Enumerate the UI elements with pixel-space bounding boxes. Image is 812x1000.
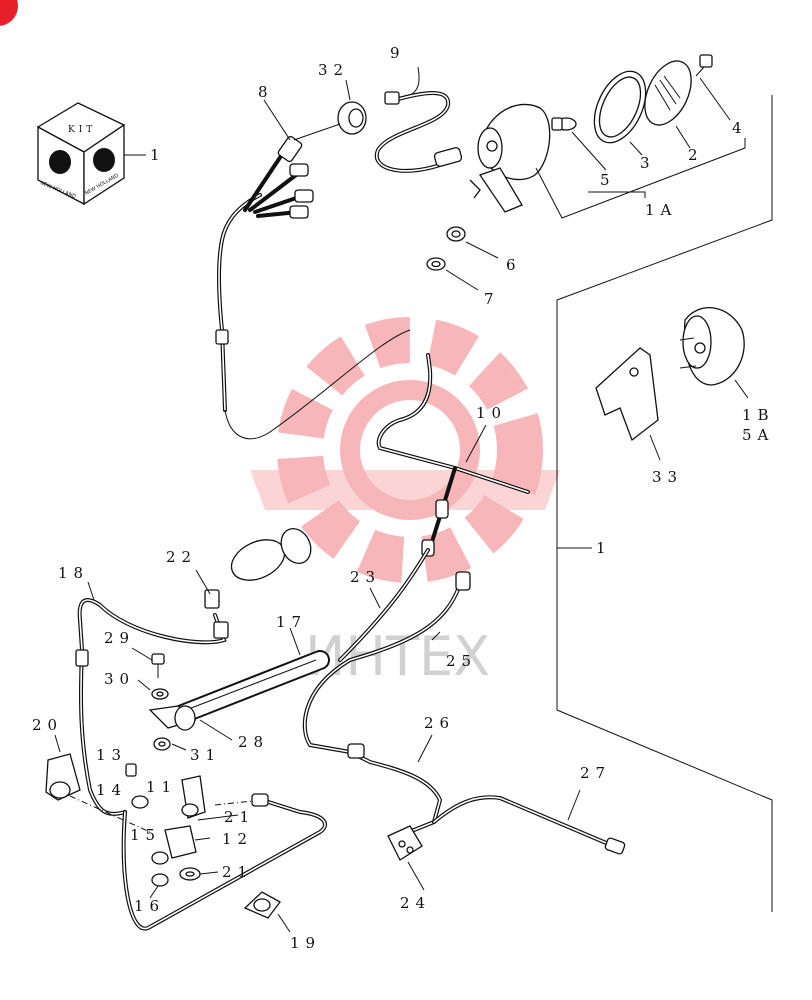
callout-28: 28 [238, 733, 269, 751]
watermark [250, 317, 560, 583]
callout-32: 32 [318, 61, 349, 79]
clip-19 [243, 891, 281, 919]
washer-21 [179, 867, 201, 881]
callout-9: 9 [390, 44, 406, 62]
nut-16 [151, 873, 169, 887]
callout-15: 15 [130, 826, 161, 844]
bulb-5 [551, 117, 577, 131]
callout-6: 6 [506, 256, 522, 274]
watermark-text: ИНТЕХ [305, 625, 490, 688]
group-frame [556, 95, 773, 912]
tube-17 [170, 650, 330, 725]
retaining-ring-3 [593, 70, 647, 144]
nut-31 [153, 737, 171, 751]
callout-18: 18 [58, 564, 89, 582]
callout-1B: 1B [742, 406, 775, 424]
connector-24 [387, 825, 423, 861]
bracket-12 [164, 825, 197, 859]
callout-3: 3 [640, 154, 656, 172]
work-lamp-1A [469, 103, 551, 213]
callout-33: 33 [652, 468, 683, 486]
callout-16: 16 [134, 897, 165, 915]
callout-24: 24 [400, 894, 431, 912]
callout-11: 11 [146, 778, 177, 796]
callout-22: 22 [166, 548, 197, 566]
clamp-20 [45, 753, 81, 801]
callout-27: 27 [580, 764, 611, 782]
cable-27 [432, 795, 626, 855]
screw-4 [695, 54, 713, 77]
wiring-harness-18 [75, 598, 229, 816]
callout-25: 25 [446, 652, 477, 670]
watermark-gear-icon [277, 317, 543, 583]
switch-22 [204, 527, 312, 609]
callout-1-frame: 1 [596, 539, 612, 557]
callout-5A: 5A [742, 426, 774, 444]
callout-10: 10 [476, 404, 507, 422]
washer-30 [151, 688, 169, 700]
washer-7 [426, 257, 446, 271]
clamp-11 [181, 775, 206, 819]
bolt-29 [151, 653, 165, 678]
callout-30: 30 [104, 670, 135, 688]
callout-21-upper: 21 [224, 808, 255, 826]
cable-25 [302, 571, 471, 754]
cable-26 [347, 743, 443, 836]
callout-20: 20 [32, 716, 63, 734]
callout-23: 23 [350, 568, 381, 586]
callout-2: 2 [688, 146, 704, 164]
callout-14: 14 [96, 781, 127, 799]
callout-17: 17 [276, 613, 307, 631]
bolt-13 [125, 763, 137, 777]
callout-1A: 1A [645, 201, 677, 219]
nut-15 [151, 851, 169, 865]
lens-2 [644, 60, 692, 126]
callout-12: 12 [222, 830, 253, 848]
kit-box-icon: KIT NEW HOLLAND NEW HOLLAND [36, 102, 126, 206]
corner-logo-mark [0, 0, 18, 26]
cable-23 [338, 548, 430, 662]
clamp-28 [148, 705, 197, 731]
cable-10 [376, 353, 530, 557]
callout-8: 8 [258, 83, 274, 101]
grommet-32 [337, 101, 367, 135]
callout-7: 7 [484, 290, 500, 308]
callout-4: 4 [732, 119, 748, 137]
wiring-harness-8 [215, 135, 411, 440]
callout-29: 29 [104, 629, 135, 647]
work-lamp-1B [679, 307, 745, 386]
kit-label: KIT [68, 125, 96, 135]
cable-9 [374, 91, 463, 173]
callout-31: 31 [190, 746, 221, 764]
callout-5: 5 [600, 171, 616, 189]
callout-1-kit: 1 [150, 146, 166, 164]
callout-26: 26 [424, 714, 455, 732]
bracket-33 [595, 347, 659, 442]
callout-labels: 1 9 32 8 4 2 3 5 1A 6 7 1B 5A 33 10 1 22… [32, 44, 775, 952]
washer-14 [131, 795, 149, 809]
nut-6 [446, 226, 466, 242]
callout-21-lower: 21 [222, 863, 253, 881]
callout-13: 13 [96, 746, 127, 764]
callout-19: 19 [290, 934, 321, 952]
